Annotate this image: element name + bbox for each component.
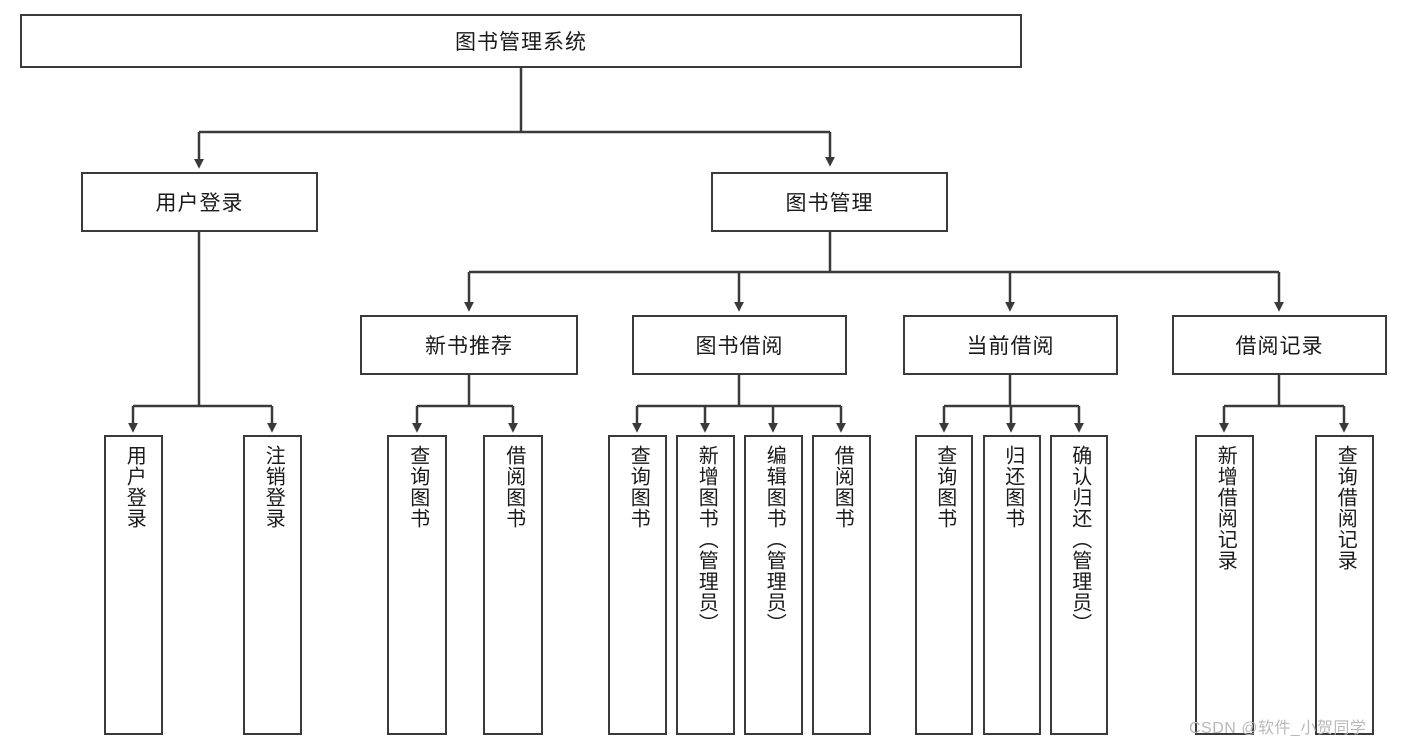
node-label: 图书借阅 (695, 335, 784, 358)
node-new-book-recommend[interactable]: 新书推荐 (360, 315, 578, 375)
node-label: 查询借阅记录 (1334, 445, 1357, 571)
leaf-borrow-add-book[interactable]: 新增图书（管理员） (676, 435, 735, 735)
leaf-user-login[interactable]: 用户登录 (104, 435, 163, 735)
node-book-management[interactable]: 图书管理 (711, 172, 948, 232)
leaf-current-query-book[interactable]: 查询图书 (915, 435, 973, 735)
node-label: 借阅图书 (502, 445, 525, 529)
node-label: 查询图书 (933, 445, 956, 529)
node-label: 查询图书 (627, 445, 650, 529)
leaf-logout[interactable]: 注销登录 (243, 435, 302, 735)
node-label: 用户登录 (155, 192, 244, 215)
node-book-borrow[interactable]: 图书借阅 (632, 315, 847, 375)
leaf-borrow-query-book[interactable]: 查询图书 (608, 435, 667, 735)
leaf-borrow-edit-book[interactable]: 编辑图书（管理员） (744, 435, 803, 735)
node-label: 图书管理系统 (455, 31, 587, 54)
leaf-current-return-book[interactable]: 归还图书 (983, 435, 1041, 735)
leaf-newbook-borrow-book[interactable]: 借阅图书 (483, 435, 543, 735)
leaf-newbook-query-book[interactable]: 查询图书 (387, 435, 447, 735)
node-label: 用户登录 (123, 445, 146, 529)
node-label: 确认归还（管理员） (1068, 445, 1091, 634)
leaf-borrow-borrow-book[interactable]: 借阅图书 (812, 435, 871, 735)
leaf-record-query-record[interactable]: 查询借阅记录 (1315, 435, 1374, 735)
node-label: 借阅图书 (831, 445, 854, 529)
node-label: 借阅记录 (1235, 335, 1324, 358)
node-label: 查询图书 (406, 445, 429, 529)
node-label: 注销登录 (262, 445, 285, 529)
node-label: 新书推荐 (425, 335, 513, 358)
node-label: 新增借阅记录 (1214, 445, 1237, 571)
leaf-record-add-record[interactable]: 新增借阅记录 (1195, 435, 1254, 735)
node-label: 新增图书（管理员） (695, 445, 718, 634)
node-label: 编辑图书（管理员） (763, 445, 786, 634)
node-user-login[interactable]: 用户登录 (81, 172, 318, 232)
node-label: 归还图书 (1001, 445, 1024, 529)
node-label: 图书管理 (785, 192, 874, 215)
node-root-system[interactable]: 图书管理系统 (20, 14, 1022, 68)
leaf-current-confirm-return[interactable]: 确认归还（管理员） (1050, 435, 1108, 735)
node-current-borrow[interactable]: 当前借阅 (903, 315, 1118, 375)
watermark: CSDN @软件_小贺同学 (1189, 720, 1367, 737)
node-borrow-record[interactable]: 借阅记录 (1172, 315, 1387, 375)
node-label: 当前借阅 (966, 335, 1055, 358)
